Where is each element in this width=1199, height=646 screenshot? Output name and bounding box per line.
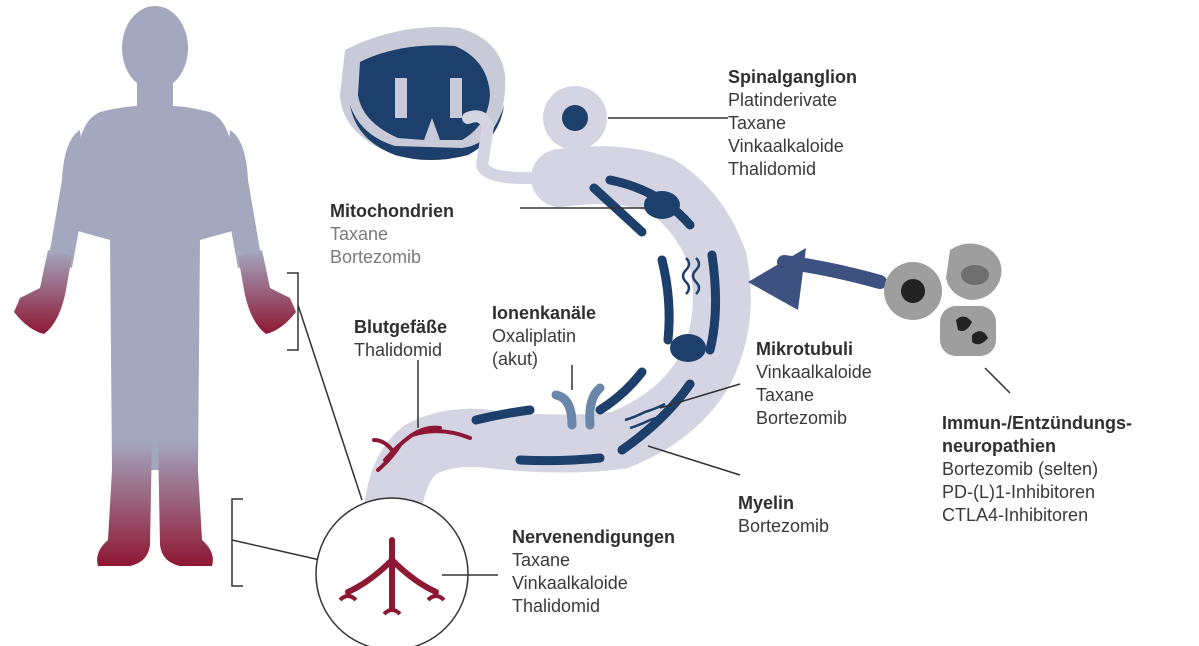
label-item: Vinkaalkaloide [728,135,857,158]
label-item: (akut) [492,348,596,371]
label-item: Vinkaalkaloide [512,572,675,595]
label-title: Blutgefäße [354,316,447,339]
label-spinalganglion: Spinalganglion Platinderivate Taxane Vin… [728,66,857,181]
label-blutgefaesse: Blutgefäße Thalidomid [354,316,447,362]
label-title: Myelin [738,492,829,515]
label-title: Mitochondrien [330,200,454,223]
nerve-ending-circle [316,498,498,646]
label-item: PD-(L)1-Inhibitoren [942,481,1132,504]
label-item: Taxane [512,549,675,572]
hand-bracket [287,273,362,500]
label-ionenkanaele: Ionenkanäle Oxaliplatin (akut) [492,302,596,371]
label-title: Mikrotubuli [756,338,872,361]
foot-bracket [232,499,320,586]
label-title: Ionenkanäle [492,302,596,325]
label-mikrotubuli: Mikrotubuli Vinkaalkaloide Taxane Bortez… [756,338,872,430]
label-item: Taxane [756,384,872,407]
label-item: Bortezomib (selten) [942,458,1132,481]
label-title: Immun-/Entzündungs- [942,412,1132,435]
label-item: Taxane [330,223,454,246]
label-item: CTLA4-Inhibitoren [942,504,1132,527]
label-item: Taxane [728,112,857,135]
label-nervenendigungen: Nervenendigungen Taxane Vinkaalkaloide T… [512,526,675,618]
label-item: Thalidomid [512,595,675,618]
label-item: Bortezomib [756,407,872,430]
human-body [14,6,296,566]
label-item: Bortezomib [330,246,454,269]
label-title: Spinalganglion [728,66,857,89]
label-item: Platinderivate [728,89,857,112]
label-item: Thalidomid [354,339,447,362]
label-item: Vinkaalkaloide [756,361,872,384]
label-title-2: neuropathien [942,435,1132,458]
label-item: Thalidomid [728,158,857,181]
label-immun: Immun-/Entzündungs- neuropathien Bortezo… [942,412,1132,527]
label-item: Oxaliplatin [492,325,596,348]
label-item: Bortezomib [738,515,829,538]
label-myelin: Myelin Bortezomib [738,492,829,538]
label-mitochondrien: Mitochondrien Taxane Bortezomib [330,200,454,269]
label-title: Nervenendigungen [512,526,675,549]
